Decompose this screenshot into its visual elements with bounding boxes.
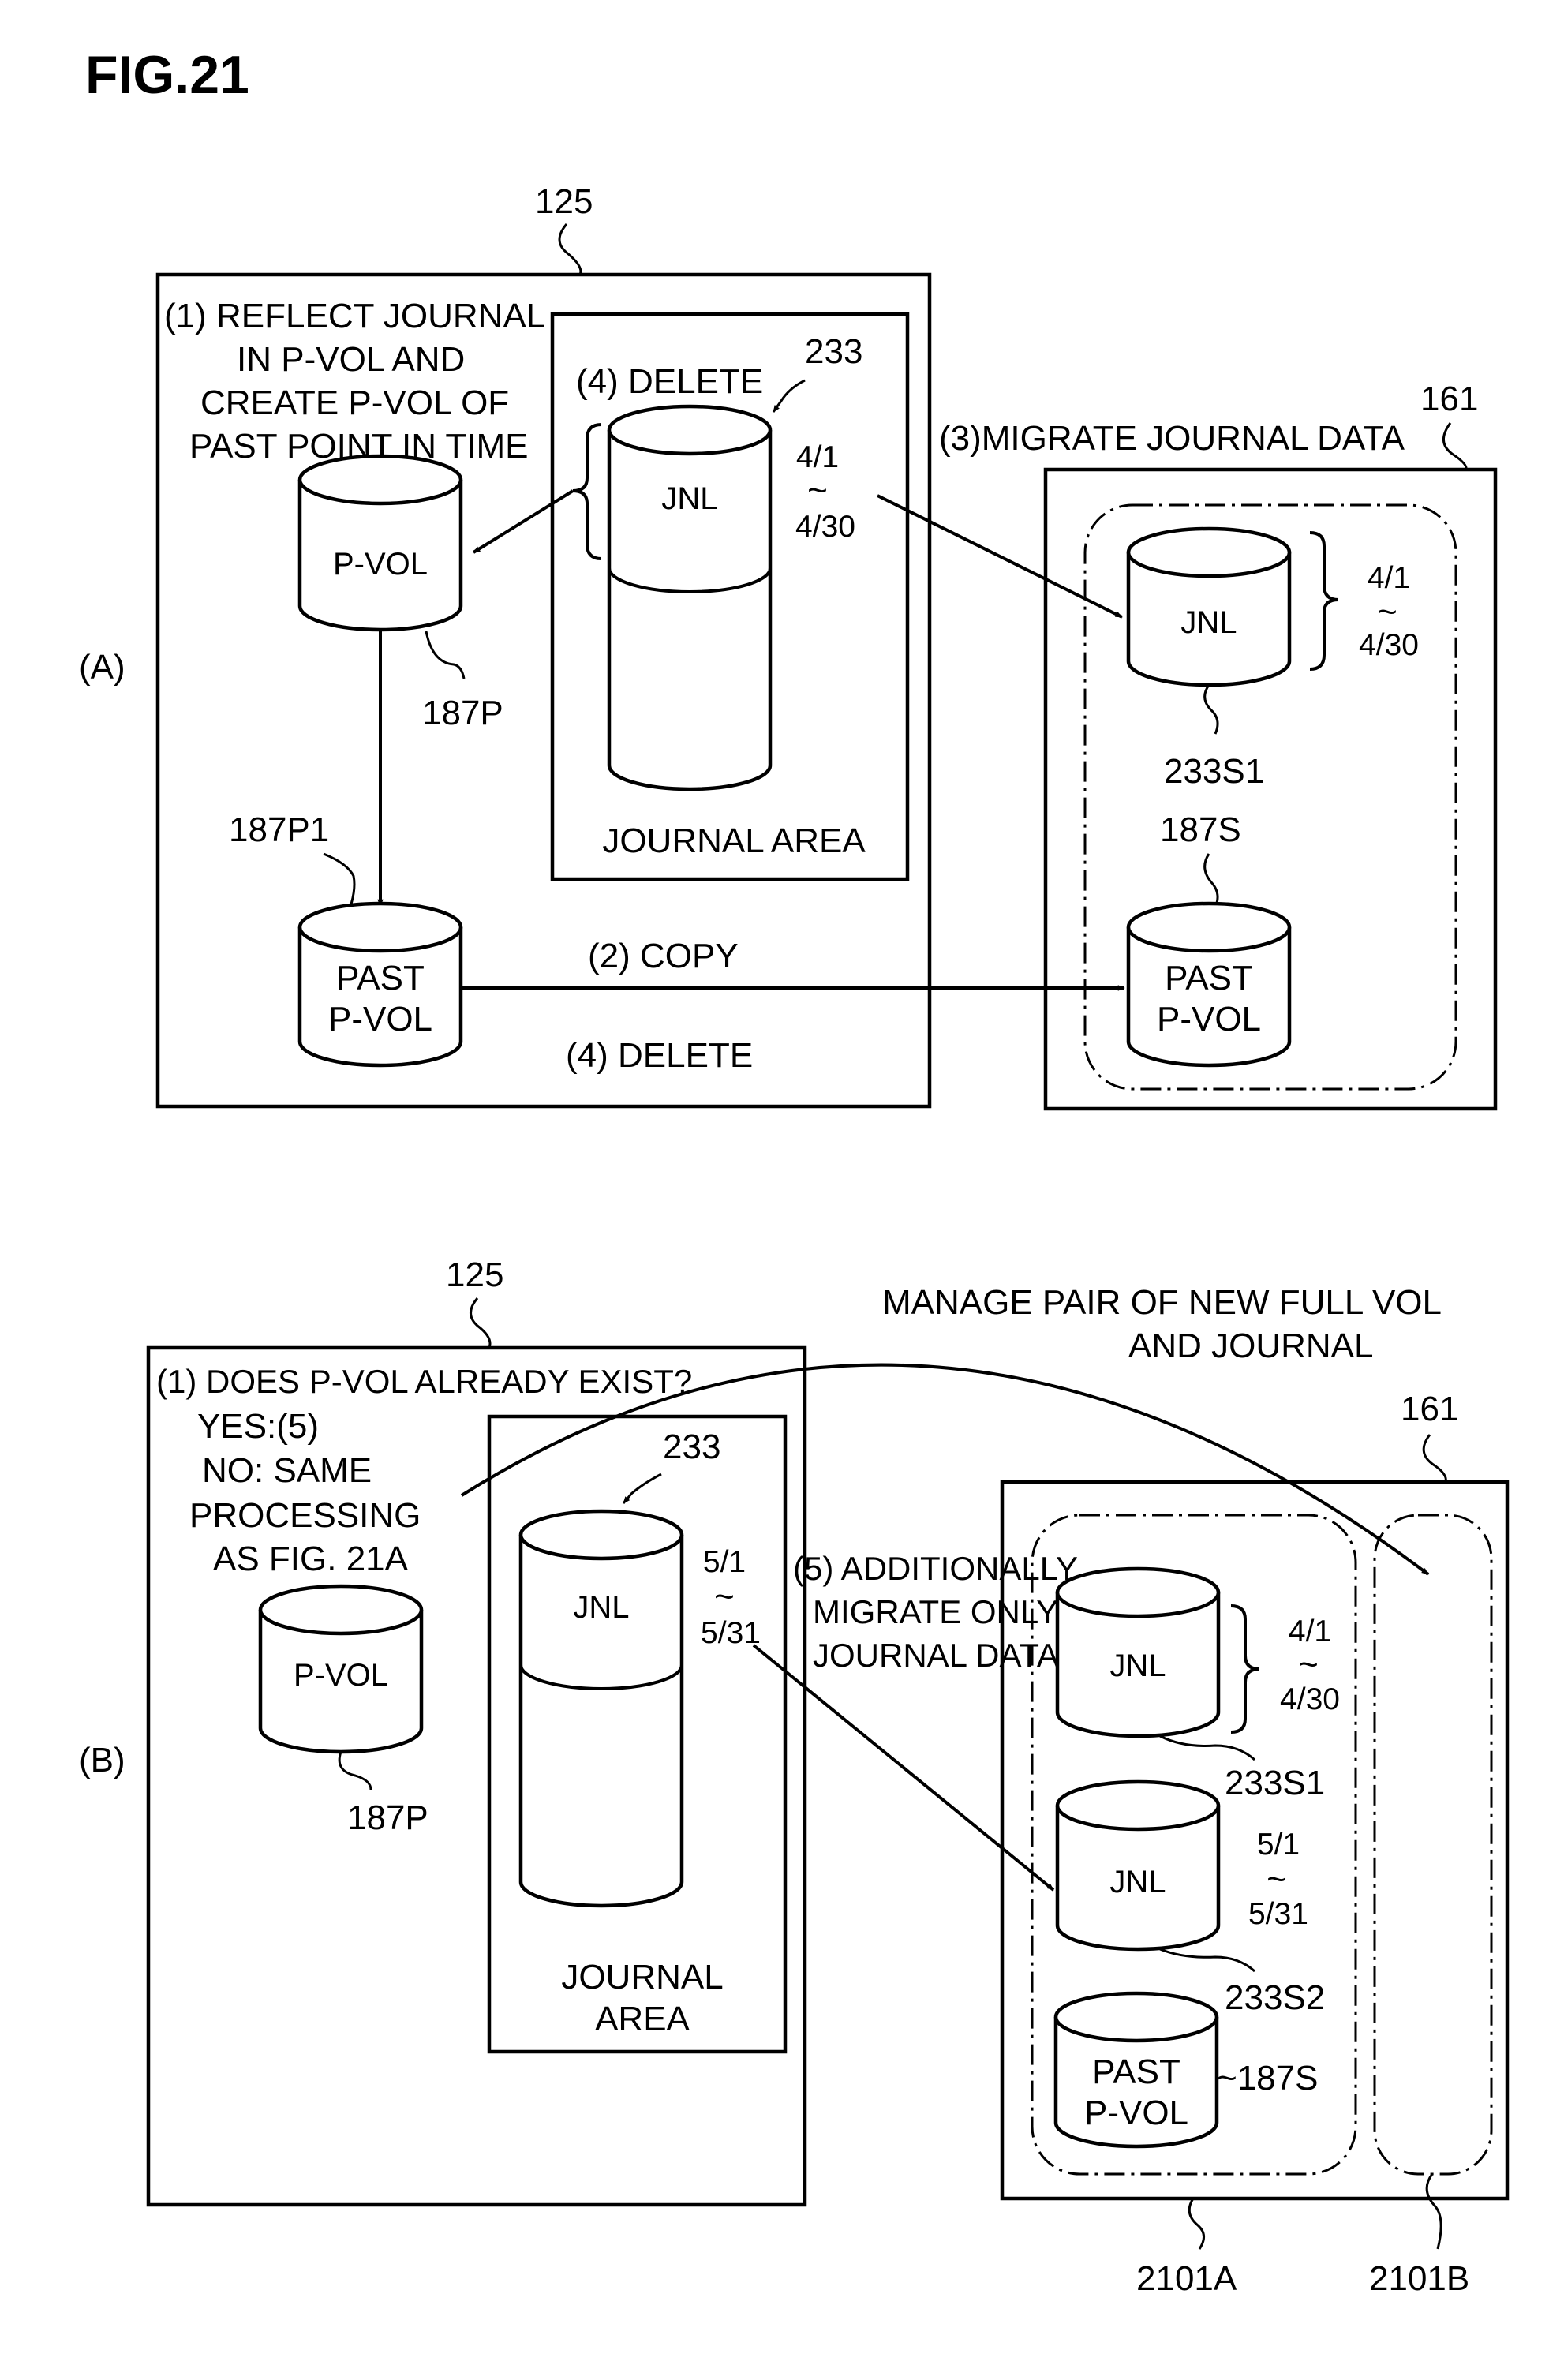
panel-a: (A) 125 (1) REFLECT JOURNAL IN P-VOL AND…	[79, 182, 1495, 1109]
remote-161-leader	[1443, 423, 1466, 470]
panel-b-label: (B)	[79, 1741, 125, 1779]
remote-jnl-label: JNL	[1180, 605, 1237, 640]
b-remote-past-line-2: P-VOL	[1084, 2094, 1188, 2132]
b-date-tilde: ~	[714, 1577, 735, 1616]
remote-jnl-ref: 233S1	[1164, 752, 1264, 791]
b-pvol-label: P-VOL	[294, 1658, 388, 1693]
b-remote-161-ref: 161	[1401, 1390, 1458, 1428]
remote-jnl-brace	[1310, 533, 1338, 669]
journal-date-from: 4/1	[796, 440, 839, 474]
b-journal-233-ref: 233	[663, 1428, 720, 1466]
delete-past-label: (4) DELETE	[566, 1036, 753, 1075]
journal-233-leader	[773, 380, 805, 412]
group-2101b-ref: 2101B	[1369, 2259, 1469, 2298]
remote-date-to: 4/30	[1359, 628, 1419, 662]
storage-125-ref: 125	[535, 182, 593, 221]
remote-date-tilde: ~	[1377, 593, 1397, 631]
b-step1-line-2: YES:(5)	[197, 1407, 319, 1446]
b-journal-area-line-2: AREA	[595, 2000, 690, 2038]
group-2101a-ref: 2101A	[1136, 2259, 1237, 2298]
b-date-to: 5/31	[701, 1616, 761, 1650]
b-pvol-leader	[339, 1752, 371, 1790]
b-remote-past-ref: ~187S	[1217, 2059, 1318, 2097]
step1-line-2: IN P-VOL AND	[237, 340, 465, 379]
b-pvol-ref: 187P	[347, 1798, 428, 1837]
b-journal-233-leader	[623, 1474, 661, 1503]
panel-a-label: (A)	[79, 648, 125, 687]
b-remote-jnl1-label: JNL	[1109, 1648, 1166, 1683]
pvol-187p-leader	[426, 631, 464, 679]
manage-line-2: AND JOURNAL	[1128, 1327, 1374, 1365]
b-remote-past-line-1: PAST	[1092, 2053, 1180, 2091]
b-step5-line-1: (5) ADDITIONALLY	[793, 1550, 1078, 1587]
remote-past-leader	[1205, 854, 1218, 907]
journal-brace	[573, 425, 601, 559]
group-2101a-leader	[1189, 2199, 1203, 2249]
storage-125-leader	[559, 224, 581, 275]
journal-cylinder	[609, 406, 770, 789]
b-journal-cylinder	[521, 1511, 682, 1906]
b-storage-125-ref: 125	[446, 1255, 503, 1294]
group-2101b-leader	[1427, 2174, 1441, 2249]
reflect-arrow	[473, 491, 573, 552]
manage-line-1: MANAGE PAIR OF NEW FULL VOL	[882, 1283, 1442, 1322]
b-step5-line-2: MIGRATE ONLY	[813, 1593, 1058, 1630]
b-journal-jnl-label: JNL	[573, 1590, 629, 1625]
past-pvol-line-2: P-VOL	[328, 1000, 432, 1038]
panel-b: (B) 125 (1) DOES P-VOL ALREADY EXIST? YE…	[79, 1255, 1507, 2298]
figure-title: FIG.21	[85, 45, 249, 105]
b-remote-jnl2-tilde: ~	[1267, 1860, 1287, 1899]
b-remote-161-leader	[1424, 1435, 1446, 1482]
pvol-cylinder	[300, 456, 461, 630]
b-date-from: 5/1	[703, 1545, 746, 1579]
group-2101b-box	[1375, 1515, 1491, 2174]
pvol-label: P-VOL	[333, 547, 428, 582]
remote-past-ref: 187S	[1160, 810, 1241, 849]
remote-161-ref: 161	[1420, 380, 1478, 418]
b-step1-line-4: PROCESSING	[189, 1496, 421, 1535]
remote-past-line-2: P-VOL	[1157, 1000, 1261, 1038]
journal-jnl-label: JNL	[661, 481, 717, 516]
b-remote-jnl1-leader	[1160, 1736, 1255, 1760]
step1-line-3: CREATE P-VOL OF	[200, 384, 509, 422]
copy-label: (2) COPY	[588, 937, 739, 975]
migrate-label: (3)MIGRATE JOURNAL DATA	[939, 419, 1405, 458]
b-remote-jnl1-to: 4/30	[1280, 1682, 1340, 1716]
b-remote-jnl1-brace	[1231, 1606, 1259, 1732]
b-remote-jnl2-to: 5/31	[1248, 1897, 1308, 1931]
journal-date-tilde: ~	[807, 471, 828, 510]
b-step5-line-3: JOURNAL DATA	[813, 1637, 1059, 1674]
journal-date-to: 4/30	[795, 510, 855, 544]
b-remote-jnl1-ref: 233S1	[1225, 1764, 1325, 1802]
past-pvol-line-1: PAST	[336, 959, 425, 997]
remote-past-line-1: PAST	[1165, 959, 1253, 997]
b-storage-125-leader	[471, 1298, 491, 1348]
b-migrate-arrow	[754, 1645, 1053, 1890]
remote-jnl-leader	[1205, 685, 1218, 734]
b-step1-line-3: NO: SAME	[202, 1451, 372, 1490]
step1-line-1: (1) REFLECT JOURNAL	[164, 297, 545, 335]
b-remote-jnl2-leader	[1160, 1949, 1255, 1971]
past-pvol-187p1-ref: 187P1	[229, 810, 329, 849]
journal-area-label: JOURNAL AREA	[602, 821, 866, 860]
b-remote-jnl2-label: JNL	[1109, 1865, 1166, 1899]
delete-journal-label: (4) DELETE	[576, 362, 763, 401]
b-remote-jnl2-from: 5/1	[1257, 1828, 1300, 1862]
b-step1-line-1: (1) DOES P-VOL ALREADY EXIST?	[156, 1363, 692, 1400]
b-journal-area-line-1: JOURNAL	[561, 1958, 723, 1996]
b-step1-line-5: AS FIG. 21A	[213, 1540, 409, 1578]
journal-233-ref: 233	[805, 332, 862, 371]
pvol-187p-ref: 187P	[422, 694, 503, 732]
remote-date-from: 4/1	[1368, 561, 1410, 595]
b-remote-jnl1-from: 4/1	[1289, 1615, 1331, 1648]
b-remote-jnl1-tilde: ~	[1298, 1645, 1319, 1684]
b-remote-jnl2-ref: 233S2	[1225, 1978, 1325, 2017]
